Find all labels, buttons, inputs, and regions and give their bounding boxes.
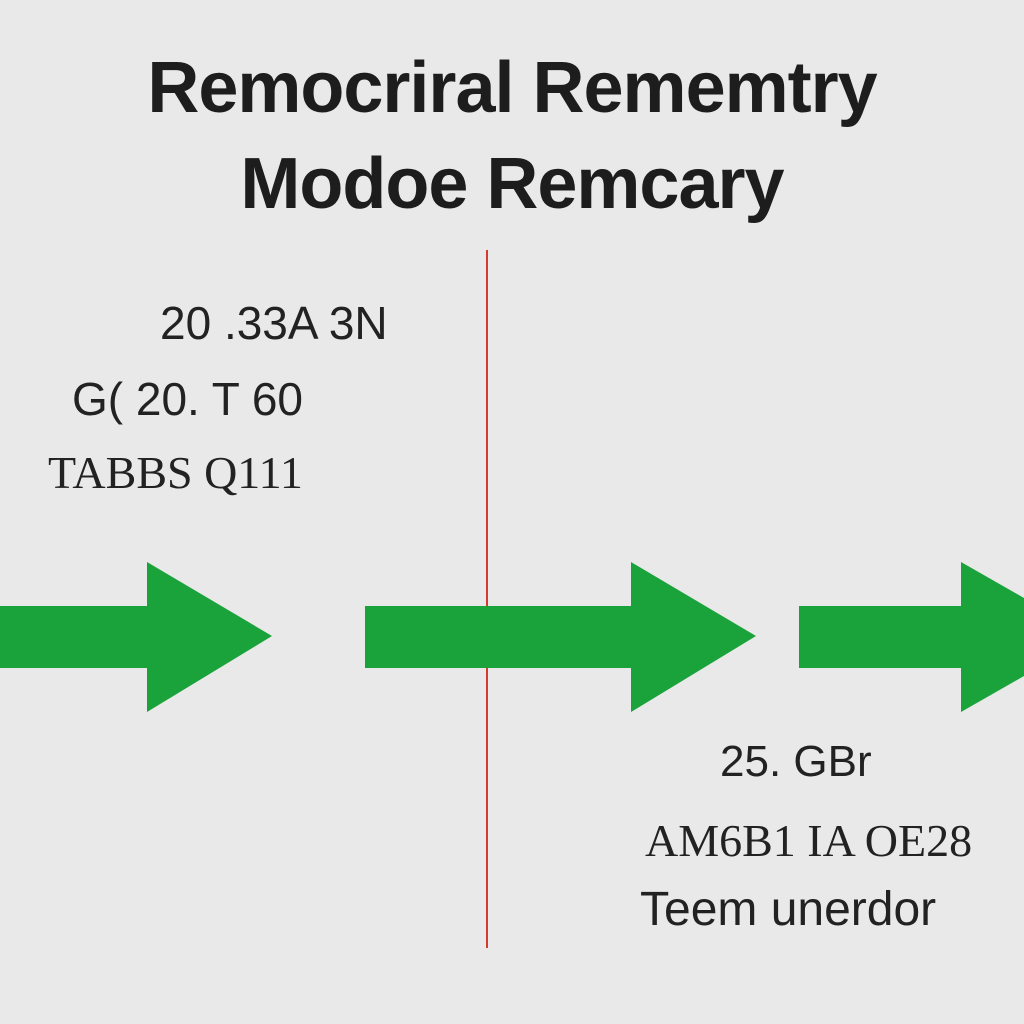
right-arrow-icon-1 bbox=[0, 562, 272, 712]
right-label-3: Teem unerdor bbox=[640, 883, 937, 936]
left-label-3: TABBS Q111 bbox=[48, 447, 303, 498]
right-arrow-icon-2 bbox=[365, 562, 756, 712]
right-label-1: 25. GBr bbox=[720, 737, 872, 786]
right-arrow-icon-3 bbox=[799, 562, 1024, 712]
diagram-title-line-1: Remocriral Rememtry bbox=[147, 48, 877, 128]
diagram-title-line-2: Modoe Remcary bbox=[240, 144, 784, 224]
right-label-2: AM6B1 IA OE28 bbox=[645, 815, 973, 866]
left-label-2: G( 20. T 60 bbox=[72, 373, 303, 425]
left-label-1: 20 .33A 3N bbox=[160, 297, 388, 349]
vertical-divider-line bbox=[486, 250, 488, 948]
